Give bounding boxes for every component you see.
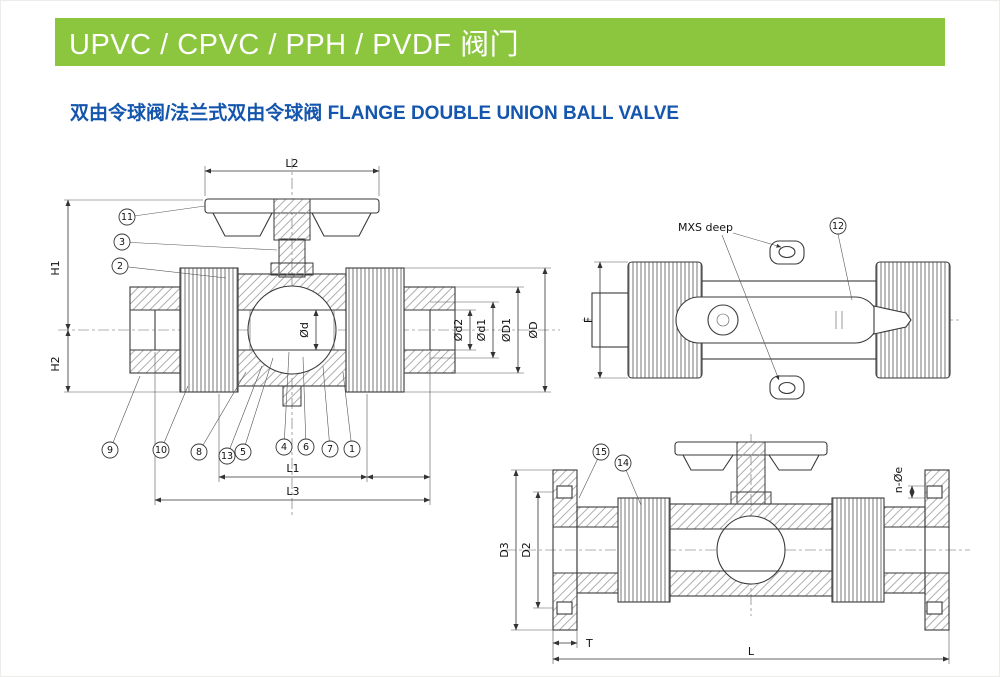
svg-text:12: 12 — [832, 221, 844, 232]
dimension-L2: L2 — [204, 157, 380, 196]
dimension-n-e: n-Øe — [892, 467, 925, 499]
page-title: UPVC / CPVC / PPH / PVDF 阀门 — [69, 29, 520, 61]
dim-label-H2: H2 — [49, 356, 62, 371]
svg-text:5: 5 — [240, 447, 246, 458]
dimension-D: ØD — [404, 267, 551, 393]
callout-4: 4 — [275, 351, 293, 456]
flange-handle — [674, 441, 828, 505]
dimension-D1: ØD1 — [455, 286, 524, 374]
callout-15: 15 — [578, 443, 610, 499]
flanged-section-view: D3 D2 T L — [498, 434, 970, 664]
flange-right-union-nut — [831, 497, 885, 603]
dimension-L: L — [552, 630, 950, 664]
callout-3: 3 — [113, 233, 278, 251]
svg-text:1: 1 — [349, 444, 355, 455]
side-view: MXS deep 12 F — [582, 217, 962, 400]
dimension-d2: Ød2 — [452, 309, 476, 351]
callout-2: 2 — [111, 257, 227, 279]
dim-label-D2: D2 — [520, 542, 533, 557]
svg-text:8: 8 — [196, 447, 202, 458]
handle — [204, 198, 380, 241]
right-pipe — [883, 506, 949, 594]
callout-1: 1 — [342, 371, 361, 458]
dim-label-d2: Ød2 — [452, 319, 465, 342]
svg-text:14: 14 — [617, 458, 629, 469]
dimension-D2: D2 — [520, 491, 553, 609]
stem-section — [270, 238, 314, 278]
left-union-nut — [179, 267, 239, 393]
callout-5: 5 — [234, 357, 274, 461]
svg-text:10: 10 — [155, 445, 167, 456]
dimension-D3: D3 — [498, 469, 553, 631]
product-subtitle: 双由令球阀/法兰式双由令球阀 FLANGE DOUBLE UNION BALL … — [70, 98, 679, 125]
svg-text:4: 4 — [281, 442, 287, 453]
dimension-F: F — [582, 261, 628, 379]
right-union-nut — [345, 267, 405, 393]
ball-section — [247, 285, 337, 375]
callout-10: 10 — [152, 385, 189, 459]
dim-label-F: F — [582, 317, 595, 323]
callout-9: 9 — [101, 375, 141, 459]
callout-7: 7 — [321, 365, 339, 458]
handle-side — [675, 296, 912, 344]
dimension-T: T — [552, 630, 593, 650]
dimension-bore-d: Ød — [298, 309, 319, 351]
svg-text:3: 3 — [119, 237, 125, 248]
dim-label-L1: L1 — [286, 462, 299, 475]
dimension-L1: L1 — [218, 394, 431, 482]
dim-label-d1: Ød1 — [475, 319, 488, 342]
subtitle-cn: 双由令球阀/法兰式双由令球阀 — [70, 103, 323, 124]
dimension-H2: H2 — [49, 329, 180, 393]
dim-label-ne: n-Øe — [892, 467, 905, 494]
callout-12: 12 — [829, 217, 853, 301]
dim-label-L2: L2 — [285, 157, 298, 170]
dimension-H1: H1 — [49, 199, 203, 331]
svg-text:13: 13 — [221, 451, 233, 462]
front-section-view: L2 H1 H2 Ød — [49, 157, 560, 515]
callout-14: 14 — [614, 454, 642, 506]
dim-label-H1: H1 — [49, 260, 62, 275]
mxs-deep-annotation: MXS deep — [678, 221, 782, 381]
svg-text:15: 15 — [595, 447, 607, 458]
dim-label-D3: D3 — [498, 542, 511, 557]
dimension-L3: L3 — [154, 352, 431, 505]
mxs-deep-label: MXS deep — [678, 221, 733, 234]
flange-ball-section — [716, 515, 786, 585]
dim-label-L: L — [748, 645, 755, 658]
left-flange — [552, 469, 578, 631]
dimension-d1: Ød1 — [455, 301, 499, 359]
svg-text:6: 6 — [303, 442, 309, 453]
dim-label-T: T — [585, 637, 593, 650]
svg-text:11: 11 — [121, 212, 133, 223]
svg-text:9: 9 — [107, 445, 113, 456]
subtitle-en: FLANGE DOUBLE UNION BALL VALVE — [327, 103, 680, 124]
dim-label-d: Ød — [298, 322, 311, 338]
callout-6: 6 — [297, 356, 315, 456]
dim-label-D1: ØD1 — [500, 318, 513, 342]
svg-text:7: 7 — [327, 444, 333, 455]
svg-text:2: 2 — [117, 261, 123, 272]
dim-label-L3: L3 — [286, 485, 299, 498]
dim-label-D: ØD — [527, 321, 540, 338]
callout-8: 8 — [190, 371, 247, 461]
callout-13: 13 — [218, 365, 263, 465]
header-banner: UPVC / CPVC / PPH / PVDF 阀门 — [55, 18, 945, 66]
left-stub — [591, 292, 631, 348]
callout-11: 11 — [118, 205, 206, 226]
flange-left-union-nut — [617, 497, 671, 603]
